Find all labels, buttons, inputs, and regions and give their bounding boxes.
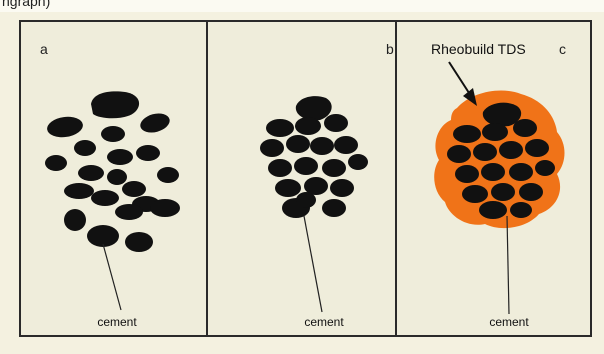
cement-grain xyxy=(296,192,316,208)
cement-grain xyxy=(519,183,543,201)
cement-grain xyxy=(101,126,125,142)
cement-grain xyxy=(78,165,104,181)
cement-grain xyxy=(481,163,505,181)
panel-letter: a xyxy=(40,41,48,57)
cement-grain xyxy=(491,183,515,201)
cement-grain xyxy=(87,225,119,247)
pointer-line xyxy=(304,216,322,312)
pointer-line xyxy=(103,244,121,310)
cement-grain xyxy=(74,140,96,156)
cement-grain xyxy=(535,160,555,176)
cement-grain xyxy=(513,119,537,137)
cement-grain xyxy=(447,145,471,163)
header-text-fragment: ngraph) xyxy=(2,0,50,9)
cement-grain xyxy=(138,110,172,135)
cement-grain xyxy=(275,179,301,197)
cement-grain xyxy=(482,123,508,141)
cement-grain xyxy=(294,157,318,175)
cement-grain xyxy=(64,183,94,199)
cement-grain xyxy=(136,145,160,161)
cement-grain xyxy=(462,185,488,203)
cement-grain xyxy=(295,117,321,135)
panel-letter: c xyxy=(559,41,566,57)
panel-a-drawing xyxy=(21,22,208,335)
cement-grain xyxy=(296,96,332,120)
cement-grain xyxy=(45,155,67,171)
cement-grain xyxy=(499,141,523,159)
panel-a: a cement xyxy=(21,22,208,335)
cement-grain xyxy=(150,199,180,217)
cement-grain xyxy=(509,163,533,181)
admixture-label: Rheobuild TDS xyxy=(431,41,526,57)
panel-b-drawing xyxy=(208,22,397,335)
cement-grain xyxy=(64,209,86,231)
cement-grain xyxy=(122,181,146,197)
panel-b: b cement xyxy=(208,22,397,335)
grain-cluster-dispersed xyxy=(45,91,180,252)
cement-grain xyxy=(125,232,153,252)
pointer-arrow-shaft xyxy=(449,62,471,96)
panel-c-drawing xyxy=(397,22,590,335)
cement-grain xyxy=(455,165,479,183)
cement-grain xyxy=(330,179,354,197)
cement-grain xyxy=(107,169,127,185)
figure-frame: a cement xyxy=(19,20,592,337)
cement-grain xyxy=(322,159,346,177)
cement-grain xyxy=(286,135,310,153)
header-strip: ngraph) xyxy=(0,0,604,12)
cement-grain xyxy=(322,199,346,217)
cement-grain xyxy=(453,125,481,143)
cement-grain xyxy=(310,137,334,155)
cement-grain xyxy=(107,149,133,165)
cement-grain xyxy=(268,159,292,177)
pointer-line xyxy=(507,216,509,314)
cement-grain xyxy=(46,115,84,140)
cement-grain xyxy=(525,139,549,157)
cement-grain xyxy=(334,136,358,154)
cement-grain xyxy=(479,201,507,219)
cement-grain xyxy=(115,204,143,220)
cement-grain xyxy=(91,91,139,118)
grain-cluster-flocculated xyxy=(260,96,368,218)
panel-letter: b xyxy=(386,41,394,57)
cement-grain xyxy=(157,167,179,183)
cement-caption: cement xyxy=(264,315,384,329)
cement-caption: cement xyxy=(57,315,177,329)
cement-caption: cement xyxy=(449,315,569,329)
cement-grain xyxy=(510,202,532,218)
cement-grain xyxy=(324,114,348,132)
cement-grain xyxy=(348,154,368,170)
panel-c: Rheobuild TDS c cement xyxy=(397,22,590,335)
cement-grain xyxy=(260,139,284,157)
cement-grain xyxy=(91,190,119,206)
cement-grain xyxy=(473,143,497,161)
cement-grain xyxy=(266,119,294,137)
